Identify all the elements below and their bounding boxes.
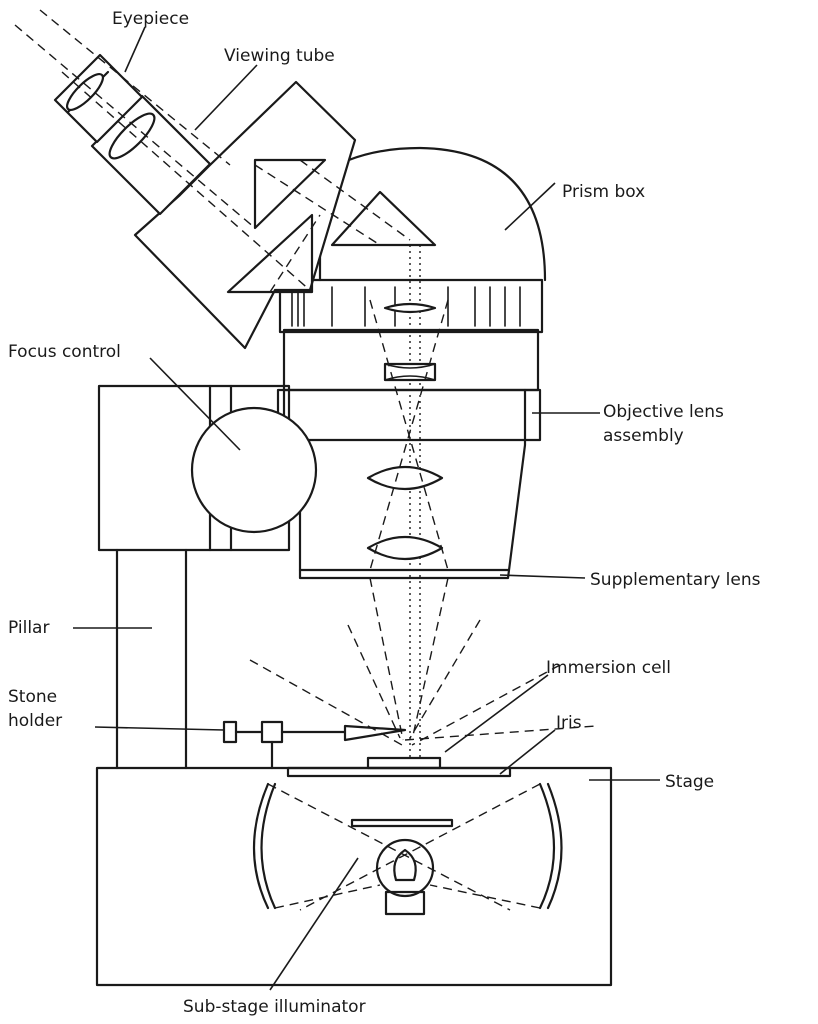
objective-upper-body [282, 328, 540, 392]
label-objective-line1: Objective lens [603, 402, 724, 422]
label-viewing-tube: Viewing tube [224, 46, 335, 66]
label-stage: Stage [665, 772, 714, 792]
stage-base [95, 766, 613, 987]
prism-box [318, 146, 547, 282]
leader-lines [73, 26, 660, 991]
label-eyepiece: Eyepiece [112, 9, 189, 29]
focus-control-knob [190, 406, 318, 534]
scatter-rays [249, 619, 597, 746]
label-iris: Iris [556, 713, 582, 733]
objective-lenses [366, 302, 444, 561]
label-objective-line2: assembly [603, 426, 684, 446]
label-sub-stage-illuminator: Sub-stage illuminator [183, 997, 366, 1017]
converging-rays [369, 299, 449, 741]
label-focus-control: Focus control [8, 342, 121, 362]
stone-holder [222, 720, 407, 770]
label-supplementary-lens: Supplementary lens [590, 570, 761, 590]
zoom-ring [278, 278, 544, 334]
label-prism-box: Prism box [562, 182, 645, 202]
label-stone-holder-line1: Stone [8, 687, 57, 707]
label-stone-holder-line2: holder [8, 711, 62, 731]
pillar [115, 548, 188, 770]
immersion-cell [366, 756, 442, 770]
label-immersion-cell: Immersion cell [546, 658, 671, 678]
iris [286, 766, 512, 778]
sub-stage-illuminator [252, 782, 563, 916]
label-pillar: Pillar [8, 618, 49, 638]
light-path-upper [14, 9, 421, 760]
